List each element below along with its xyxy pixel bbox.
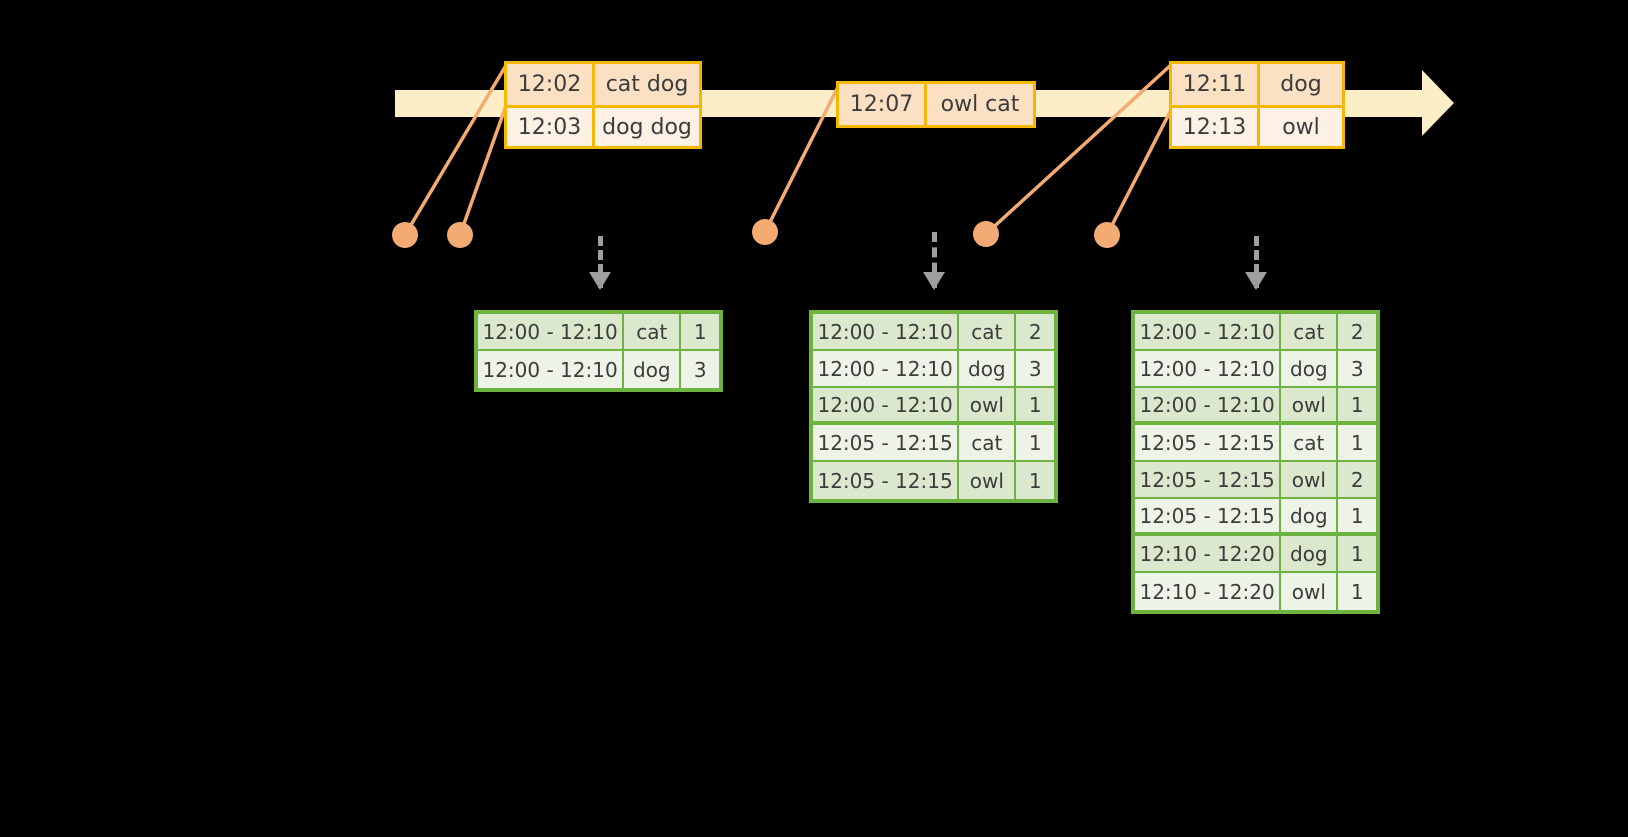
arrow-head xyxy=(589,272,611,290)
key-cell: cat xyxy=(1281,425,1339,460)
event-group-1[interactable]: 12:02 cat dog 12:03 dog dog xyxy=(504,61,702,149)
count-cell: 1 xyxy=(1350,503,1364,528)
count-cell: 1 xyxy=(1028,430,1042,455)
window-cell: 12:10 - 12:20 xyxy=(1135,573,1282,610)
count-cell: 1 xyxy=(693,319,707,344)
window-cell: 12:05 - 12:15 xyxy=(813,462,960,499)
key-cell: owl xyxy=(959,388,1017,421)
connector-dot-5 xyxy=(1094,222,1120,248)
event-time: 12:02 xyxy=(507,64,595,105)
window-cell: 12:00 - 12:10 xyxy=(1135,351,1282,386)
connector-line xyxy=(403,61,510,236)
key-cell: owl xyxy=(959,462,1017,499)
arrow-shaft xyxy=(598,236,608,288)
count-cell: 1 xyxy=(1350,541,1364,566)
event-row: 12:11 dog xyxy=(1172,64,1342,105)
window-cell: 12:00 - 12:10 xyxy=(478,314,625,349)
window-cell: 12:00 - 12:10 xyxy=(813,388,960,421)
window-cell: 12:05 - 12:15 xyxy=(1135,425,1282,460)
count-cell: 2 xyxy=(1028,319,1042,344)
key-cell: owl xyxy=(1281,573,1339,610)
event-value: cat dog xyxy=(605,72,689,97)
connector-line xyxy=(458,102,509,236)
key-cell: owl xyxy=(1281,388,1339,421)
timeline-arrow-head-icon xyxy=(1422,70,1454,136)
event-value: owl cat xyxy=(940,92,1020,117)
event-time: 12:11 xyxy=(1172,64,1260,105)
window-cell: 12:05 - 12:15 xyxy=(1135,499,1282,532)
connector-dot-4 xyxy=(973,221,999,247)
count-cell: 1 xyxy=(1028,468,1042,493)
count-cell: 2 xyxy=(1350,319,1364,344)
arrow-shaft xyxy=(932,232,942,288)
down-arrow-icon-1 xyxy=(589,236,611,290)
window-cell: 12:00 - 12:10 xyxy=(1135,388,1282,421)
count-cell: 1 xyxy=(1350,392,1364,417)
key-cell: dog xyxy=(1281,499,1339,532)
count-cell: 2 xyxy=(1350,467,1364,492)
event-value: dog dog xyxy=(602,114,692,140)
count-cell: 3 xyxy=(1350,356,1364,381)
count-cell: 1 xyxy=(1350,579,1364,604)
down-arrow-icon-2 xyxy=(923,232,945,290)
arrow-head xyxy=(1245,272,1267,290)
key-cell: cat xyxy=(959,425,1017,460)
event-group-3[interactable]: 12:11 dog 12:13 owl xyxy=(1169,61,1345,149)
event-row: 12:03 dog dog xyxy=(507,105,699,146)
window-cell: 12:00 - 12:10 xyxy=(813,351,960,386)
event-row: 12:02 cat dog xyxy=(507,64,699,105)
connector-dot-2 xyxy=(447,222,473,248)
arrow-shaft xyxy=(1254,236,1264,288)
event-row: 12:07 owl cat xyxy=(839,84,1033,125)
window-cell: 12:05 - 12:15 xyxy=(813,425,960,460)
arrow-head xyxy=(923,272,945,290)
key-cell: cat xyxy=(1281,314,1339,349)
key-cell: dog xyxy=(1281,536,1339,571)
event-time: 12:03 xyxy=(507,108,595,146)
event-value: owl xyxy=(1282,114,1320,140)
event-time: 12:07 xyxy=(839,84,927,125)
connector-dot-3 xyxy=(752,219,778,245)
event-group-2[interactable]: 12:07 owl cat xyxy=(836,81,1036,128)
window-cell: 12:00 - 12:10 xyxy=(1135,314,1282,349)
count-cell: 1 xyxy=(1350,430,1364,455)
window-cell: 12:05 - 12:15 xyxy=(1135,462,1282,497)
key-cell: dog xyxy=(624,351,682,388)
window-cell: 12:00 - 12:10 xyxy=(478,351,625,388)
event-row: 12:13 owl xyxy=(1172,105,1342,146)
key-cell: owl xyxy=(1281,462,1339,497)
connector-dot-1 xyxy=(392,222,418,248)
key-cell: cat xyxy=(624,314,682,349)
count-cell: 3 xyxy=(1028,356,1042,381)
key-cell: dog xyxy=(959,351,1017,386)
connector-line xyxy=(1105,103,1176,236)
key-cell: cat xyxy=(959,314,1017,349)
window-cell: 12:10 - 12:20 xyxy=(1135,536,1282,571)
window-cell: 12:00 - 12:10 xyxy=(813,314,960,349)
event-value: dog xyxy=(1280,72,1322,97)
event-time: 12:13 xyxy=(1172,108,1260,146)
count-cell: 3 xyxy=(693,357,707,382)
key-cell: dog xyxy=(1281,351,1339,386)
count-cell: 1 xyxy=(1028,392,1042,417)
down-arrow-icon-3 xyxy=(1245,236,1267,290)
